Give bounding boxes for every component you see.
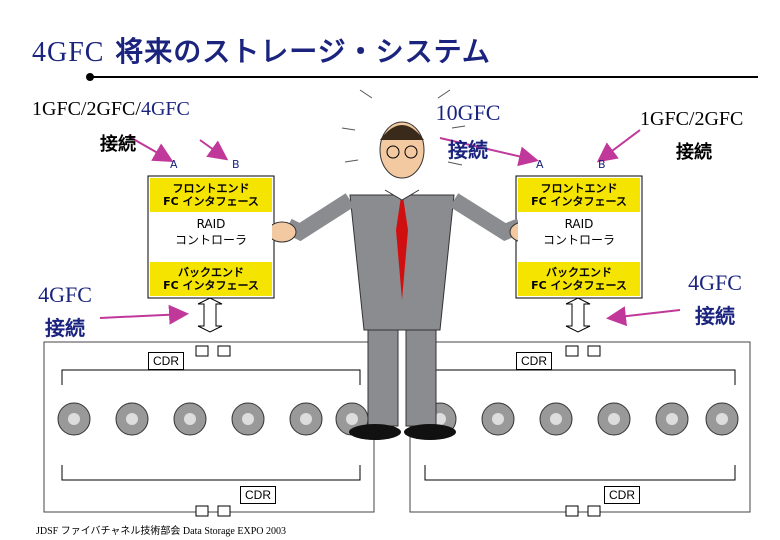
right-backend-line2: FC インタフェース <box>531 279 627 292</box>
right-backend-box: バックエンド FC インタフェース <box>518 262 640 296</box>
cdr-right-top: CDR <box>516 352 552 370</box>
left-raid-line1: RAID <box>196 217 226 231</box>
left-raid-box: RAID コントローラ <box>150 212 272 254</box>
left-top-highlight: 4GFC <box>140 98 190 120</box>
right-enclosure <box>409 341 751 513</box>
right-raid-line2: コントローラ <box>542 233 615 247</box>
right-frontend-line2: FC インタフェース <box>531 195 627 208</box>
cdr-connectors <box>195 345 601 517</box>
right-bus-lines <box>424 369 736 481</box>
cdr-left-top: CDR <box>148 352 184 370</box>
center-label: 接続 <box>448 138 488 162</box>
left-enclosure <box>43 341 375 513</box>
right-frontend-box: フロントエンド FC インタフェース <box>518 178 640 212</box>
businessman-figure <box>267 89 539 440</box>
right-top-speeds: 1GFC/2GFC <box>640 108 744 130</box>
footer-credit: JDSF ファイバチャネル技術部会 Data Storage EXPO 2003 <box>36 526 286 537</box>
right-double-arrow <box>565 297 591 333</box>
right-frontend-line1: フロントエンド <box>540 182 618 195</box>
right-port-a: A <box>536 158 544 171</box>
right-top-label: 接続 <box>676 142 712 163</box>
side-right-label: 接続 <box>695 304 735 328</box>
left-frontend-line1: フロントエンド <box>172 182 250 195</box>
page-title: 4GFC 将来のストレージ・システム <box>32 30 491 70</box>
left-port-b: B <box>232 158 240 171</box>
title-latin: 4GFC <box>32 37 105 68</box>
cdr-right-bottom: CDR <box>604 486 640 504</box>
left-disks <box>57 402 369 436</box>
side-left-label: 接続 <box>45 316 85 340</box>
left-backend-box: バックエンド FC インタフェース <box>150 262 272 296</box>
pink-arrows <box>99 129 681 327</box>
right-backend-line1: バックエンド <box>546 266 612 279</box>
side-right-speed: 4GFC <box>688 270 742 295</box>
cdr-left-bottom: CDR <box>240 486 276 504</box>
left-frontend-box: フロントエンド FC インタフェース <box>150 178 272 212</box>
left-backend-line1: バックエンド <box>178 266 244 279</box>
title-bullet <box>86 73 94 81</box>
left-backend-line2: FC インタフェース <box>163 279 259 292</box>
left-port-a: A <box>170 158 178 171</box>
left-raid-line2: コントローラ <box>174 233 247 247</box>
left-double-arrow <box>197 297 223 333</box>
left-frontend-line2: FC インタフェース <box>163 195 259 208</box>
side-left-speed: 4GFC <box>38 282 92 307</box>
right-raid-box: RAID コントローラ <box>518 212 640 254</box>
left-top-connection: 1GFC/2GFC/4GFC <box>32 98 190 121</box>
left-top-label: 接続 <box>100 134 136 155</box>
left-bus-lines <box>61 369 361 481</box>
right-disks <box>423 402 739 436</box>
title-jp: 将来のストレージ・システム <box>115 35 491 68</box>
center-speed: 10GFC <box>435 100 501 125</box>
right-raid-line1: RAID <box>564 217 594 231</box>
left-top-speeds: 1GFC/2GFC/ <box>32 98 141 120</box>
right-port-b: B <box>598 158 606 171</box>
